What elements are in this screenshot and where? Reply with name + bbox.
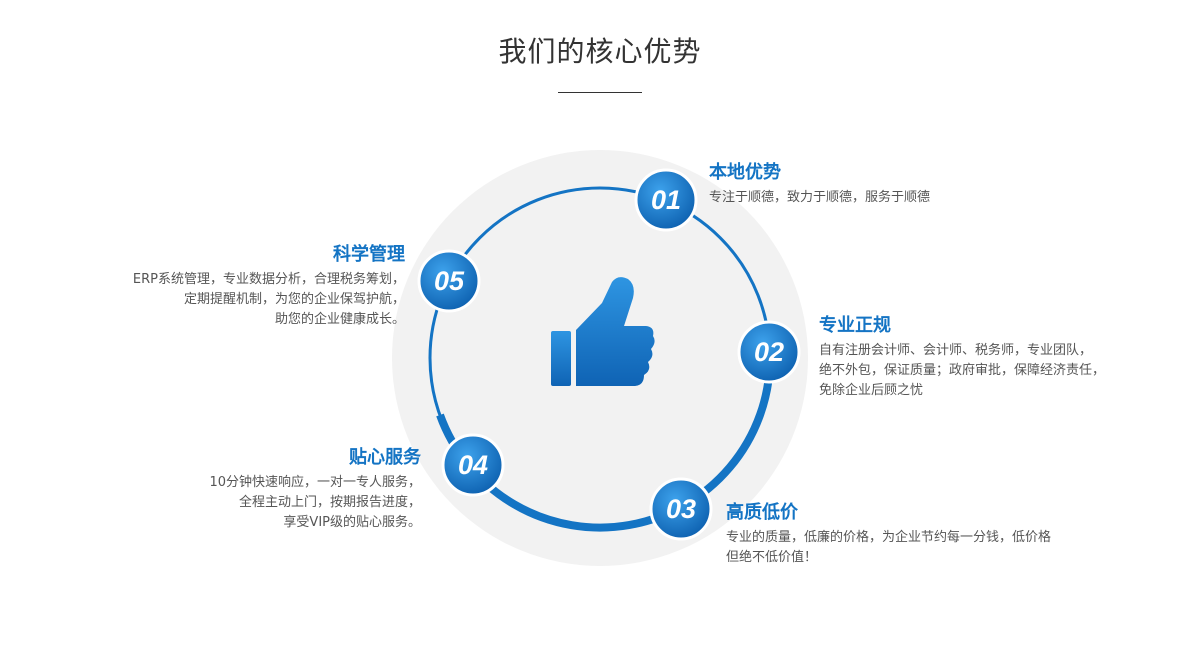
advantage-line: 但绝不低价值！: [726, 550, 818, 565]
advantage-line: 专业的质量，低廉的价格，为企业节约每一分钱，低价格: [726, 530, 1052, 545]
title-underline: [558, 92, 642, 93]
advantage-line: 免除企业后顾之忧: [819, 383, 924, 398]
badge-02-circle: [737, 320, 801, 384]
badge-number-01: 01: [650, 185, 682, 215]
advantage-title: 高质低价: [726, 502, 798, 523]
advantage-line: 绝不外包，保证质量；政府审批，保障经济责任，: [819, 363, 1106, 378]
advantage-line: 全程主动上门，按期报告进度，: [238, 495, 421, 510]
page-title: 我们的核心优势: [498, 35, 702, 68]
advantage-line: 自有注册会计师、会计师、税务师，专业团队，: [819, 343, 1093, 358]
badge-01-circle: [634, 168, 698, 232]
advantage-block-04: 贴心服务 10分钟快速响应，一对一专人服务， 全程主动上门，按期报告进度， 享受…: [209, 443, 421, 533]
advantage-block-05: 科学管理 ERP系统管理，专业数据分析，合理税务筹划， 定期提醒机制，为您的企业…: [133, 240, 405, 330]
advantage-block-03: 高质低价 专业的质量，低廉的价格，为企业节约每一分钱，低价格 但绝不低价值！: [726, 498, 1051, 568]
advantage-title: 贴心服务: [349, 447, 421, 468]
badge-number-05: 05: [433, 266, 465, 296]
advantage-line: ERP系统管理，专业数据分析，合理税务筹划，: [132, 272, 405, 287]
advantage-title: 专业正规: [819, 315, 891, 336]
advantage-title: 科学管理: [333, 244, 405, 265]
advantage-line: 定期提醒机制，为您的企业保驾护航，: [183, 292, 405, 307]
advantage-line: 10分钟快速响应，一对一专人服务，: [209, 475, 421, 490]
badge-03-circle: [649, 477, 713, 541]
advantage-line: 享受VIP级的贴心服务。: [283, 515, 421, 530]
badge-number-02: 02: [753, 337, 785, 367]
advantage-block-02: 专业正规 自有注册会计师、会计师、税务师，专业团队， 绝不外包，保证质量；政府审…: [819, 311, 1105, 401]
advantage-title: 本地优势: [709, 162, 781, 183]
thumbs-up-icon: [551, 277, 655, 386]
badge-number-04: 04: [457, 450, 489, 480]
badge-number-03: 03: [665, 494, 697, 524]
advantage-line: 助您的企业健康成长。: [274, 312, 405, 327]
advantage-line: 专注于顺德，致力于顺德，服务于顺德: [709, 190, 931, 205]
badge-05-circle: [417, 249, 481, 313]
advantage-block-01: 本地优势 专注于顺德，致力于顺德，服务于顺德: [709, 158, 930, 208]
badge-04-circle: [441, 433, 505, 497]
